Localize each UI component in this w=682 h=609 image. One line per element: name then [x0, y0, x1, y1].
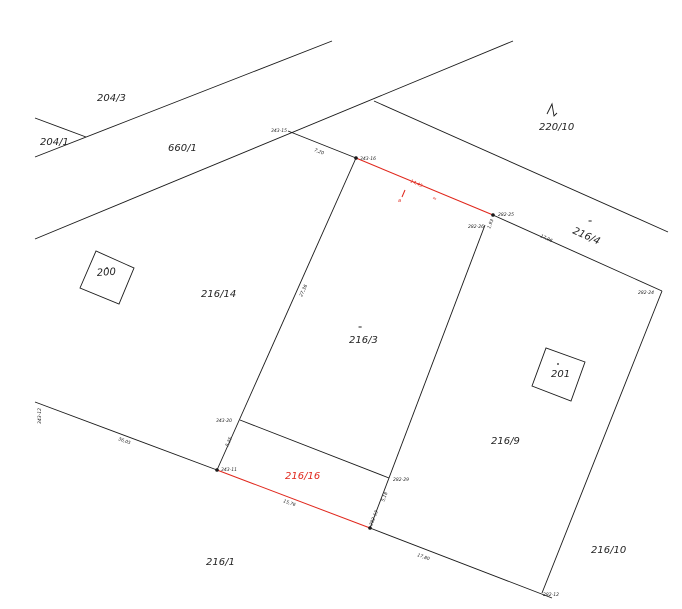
- label-282-13: 282-13: [368, 510, 380, 527]
- road-edge-upper: [34, 40, 333, 158]
- building-201: [531, 347, 586, 402]
- measure-27-36: 27,36: [298, 283, 309, 297]
- parallel-mark-red: =: [431, 195, 437, 202]
- label-282-29: 282-29: [393, 477, 409, 483]
- measure-15-76: 15,76: [282, 498, 296, 508]
- measure-17-96: 17,96: [539, 233, 553, 244]
- building-200-label: 200: [96, 267, 116, 279]
- label-343-11: 343-11: [221, 467, 237, 473]
- boundary-216-3-right: [369, 224, 486, 529]
- parcel-660-1: 660/1: [168, 143, 197, 154]
- boundary-220-10: [373, 100, 669, 233]
- point-343-16: [354, 156, 358, 160]
- sketch-mark-icon: [546, 102, 558, 117]
- building-200-center: [106, 267, 108, 269]
- measure-1-93: 1,93: [486, 218, 495, 230]
- boundary-216-9-right: [541, 290, 663, 594]
- parcel-216-16: 216/16: [285, 471, 320, 482]
- measure-5-35: 5,35: [224, 436, 234, 448]
- measure-14-45: 14,45: [409, 178, 423, 189]
- label-282-24: 282-24: [638, 290, 654, 296]
- parcel-216-9: 216/9: [491, 436, 520, 447]
- red-arrow-icon: [401, 189, 406, 198]
- measure-36-05: 36,05: [117, 436, 131, 446]
- parcel-220-10: 220/10: [539, 122, 574, 133]
- boundary-204-1: [34, 117, 87, 138]
- parallel-mark-216-3: =: [358, 325, 362, 331]
- boundary-top-left: [287, 130, 357, 159]
- point-282-13: [368, 526, 372, 530]
- measure-5-18: 5,18: [380, 491, 389, 503]
- boundary-lower-left: [34, 401, 218, 471]
- label-343-15: 343-15: [271, 128, 287, 134]
- parallel-mark-216-4: =: [588, 219, 592, 225]
- building-201-label: 201: [551, 369, 570, 380]
- label-343-16: 343-16: [360, 156, 376, 162]
- parcel-204-1: 204/1: [40, 137, 69, 148]
- parcel-216-3: 216/3: [349, 335, 378, 346]
- measure-7-20: 7,20: [313, 147, 325, 156]
- parcel-216-10: 216/10: [591, 545, 626, 556]
- boundary-red-lower: [216, 469, 371, 529]
- change-mark: a: [398, 198, 401, 204]
- boundary-216-3-inner: [239, 419, 390, 479]
- parcel-216-1: 216/1: [206, 557, 235, 568]
- boundary-216-3-left: [216, 157, 357, 471]
- parcel-216-4: 216/4: [571, 226, 602, 248]
- parcel-204-3: 204/3: [97, 93, 126, 104]
- label-343-12: 343-12: [37, 408, 43, 424]
- road-edge-lower: [34, 40, 514, 240]
- measure-17-80: 17,80: [416, 552, 430, 562]
- parcel-216-14: 216/14: [201, 289, 236, 300]
- label-282-26: 282-26: [468, 224, 484, 230]
- building-201-center: [557, 363, 559, 365]
- boundary-red-upper: [355, 157, 494, 216]
- label-282-25: 282-25: [498, 212, 514, 218]
- point-282-25: [491, 213, 495, 217]
- boundary-lower-right: [369, 527, 553, 599]
- point-343-11: [215, 468, 219, 472]
- label-282-12: 282-12: [543, 592, 559, 598]
- building-200: [79, 250, 135, 305]
- boundary-top-right: [492, 214, 663, 292]
- label-343-20: 343-20: [216, 418, 232, 424]
